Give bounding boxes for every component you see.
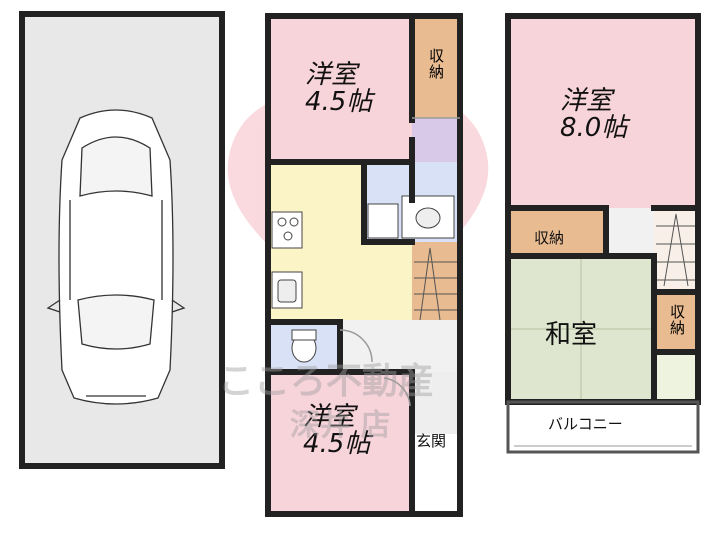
floor2-room-large-size: 8.0帖 [560, 113, 628, 144]
floor1-room-top-size: 4.5帖 [305, 87, 373, 118]
floor2-room-large-label: 洋室 8.0帖 [560, 86, 628, 144]
floor1-entrance-label: 玄関 [416, 432, 447, 450]
floor1-room-bottom-label: 洋室 4.5帖 [303, 402, 371, 460]
floor2-storage-side-label: 収納 [668, 304, 686, 336]
watermark-branch: 深井 店 [290, 408, 391, 443]
floor1-plan [265, 13, 463, 517]
floor2-balcony-label: バルコニー [548, 415, 623, 433]
floor2-japanese-room-label: 和室 [545, 320, 598, 350]
floor1-storage-top-label: 収納 [427, 48, 445, 80]
watermark-company: こころ不動産 [218, 361, 435, 402]
floor1-room-bottom-name: 洋室 [303, 402, 356, 432]
floor2-plan [505, 13, 701, 454]
floor2-room-large-name: 洋室 [560, 86, 613, 116]
floor2-storage-mid-label: 収納 [534, 229, 565, 247]
floor1-room-top-label: 洋室 4.5帖 [305, 60, 373, 118]
floor1-room-top-name: 洋室 [305, 60, 358, 90]
floor1-room-bottom-size: 4.5帖 [303, 429, 371, 460]
car-icon [46, 109, 186, 405]
